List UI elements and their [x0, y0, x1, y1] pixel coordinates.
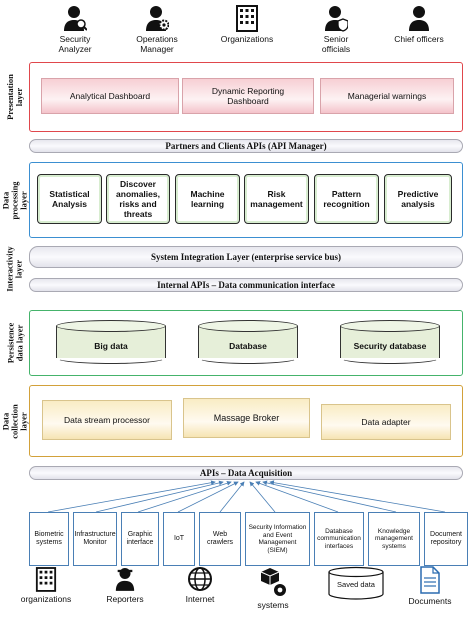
- arrow: [255, 481, 339, 513]
- arrow: [95, 480, 224, 513]
- risk-management-box: Risk management: [244, 174, 309, 224]
- bottom-label: Documents: [408, 596, 452, 606]
- big-data-cylinder: Big data: [56, 320, 166, 364]
- arrow: [137, 480, 232, 513]
- database-icon: Saved data: [327, 566, 385, 600]
- data-processing-layer: [29, 162, 463, 238]
- source-graphic-interface: Graphic interface: [121, 512, 159, 566]
- reporter-icon: [115, 568, 135, 591]
- user-label: Senior officials: [321, 34, 351, 54]
- person-shield-icon: [325, 6, 348, 32]
- pattern-recognition-box: Pattern recognition: [314, 174, 379, 224]
- user-organizations: Organizations: [202, 4, 292, 44]
- person-icon: [409, 6, 429, 31]
- source-document-repository: Document repository: [424, 512, 468, 566]
- source-iot: IoT: [163, 512, 195, 566]
- dynamic-reporting-dashboard-box: Dynamic Reporting Dashboard: [182, 78, 314, 114]
- user-security-analyzer: Security Analyzer: [30, 4, 120, 54]
- statistical-analysis-box: Statistical Analysis: [37, 174, 102, 224]
- data-collection-layer: [29, 385, 463, 457]
- acquisition-arrows: [47, 480, 446, 513]
- cubes-gear-icon: [260, 568, 286, 596]
- presentation-layer: [29, 62, 463, 132]
- source-infrastructure-monitor: Infrastructure Monitor: [73, 512, 117, 566]
- user-senior-officials: Senior officials: [291, 4, 381, 54]
- presentation-layer-label: Presentation layer: [5, 74, 24, 120]
- arrow: [249, 481, 276, 513]
- big-data-label: Big data: [94, 341, 128, 351]
- saved-data-label: Saved data: [337, 580, 375, 589]
- bottom-label: systems: [257, 600, 289, 610]
- bottom-label: Reporters: [106, 594, 144, 604]
- security-database-label: Security database: [353, 341, 427, 351]
- data-collection-layer-label: Data collection layer: [0, 403, 29, 439]
- bottom-internet: Internet: [178, 566, 222, 604]
- bottom-organizations: organizations: [21, 566, 71, 604]
- arrow: [269, 480, 446, 513]
- database-cylinder: Database: [198, 320, 298, 364]
- arrow: [219, 481, 245, 513]
- internal-apis-banner: Internal APIs – Data communication inter…: [29, 278, 463, 292]
- user-operations-manager: Operations Manager: [112, 4, 202, 54]
- managerial-warnings-box: Managerial warnings: [320, 78, 454, 114]
- data-acquisition-banner: APIs – Data Acquisition: [29, 466, 463, 480]
- person-search-icon: [64, 6, 87, 31]
- data-processing-layer-label: Data processing layer: [0, 180, 29, 220]
- user-label: Operations Manager: [136, 34, 178, 54]
- user-label: Organizations: [220, 34, 274, 44]
- data-adapter-box: Data adapter: [321, 404, 451, 440]
- predictive-analysis-box: Predictive analysis: [384, 174, 452, 224]
- bottom-saved-data: Saved data: [326, 566, 386, 600]
- arrow: [47, 480, 216, 513]
- persistence-layer-label: Persistence data layer: [5, 322, 24, 364]
- source-knowledge-management-systems: Knowledge management systems: [368, 512, 420, 566]
- building-icon: [35, 567, 57, 592]
- user-chief-officers: Chief officers: [374, 4, 464, 44]
- source-biometric-systems: Biometric systems: [29, 512, 69, 566]
- machine-learning-box: Machine learning: [175, 174, 240, 224]
- massage-broker-box: Massage Broker: [183, 398, 310, 438]
- database-label: Database: [229, 341, 267, 351]
- bottom-documents: Documents: [402, 566, 458, 606]
- system-integration-banner: System Integration Layer (enterprise ser…: [29, 246, 463, 268]
- source-siem: Security Information and Event Managemen…: [245, 512, 310, 566]
- source-web-crawlers: Web crawlers: [199, 512, 241, 566]
- globe-icon: [188, 567, 212, 591]
- bottom-label: organizations: [20, 594, 72, 604]
- security-database-cylinder: Security database: [340, 320, 440, 364]
- building-icon: [236, 5, 258, 32]
- partners-apis-banner: Partners and Clients APIs (API Manager): [29, 139, 463, 153]
- user-label: Security Analyzer: [58, 34, 92, 54]
- arrow: [262, 480, 397, 513]
- person-gear-icon: [146, 6, 169, 31]
- bottom-systems: systems: [250, 566, 296, 610]
- interactivity-layer-label: Interactivity layer: [5, 246, 25, 292]
- data-stream-processor-box: Data stream processor: [42, 400, 172, 440]
- document-icon: [420, 566, 440, 594]
- source-database-communication-interfaces: Database communication interfaces: [314, 512, 364, 566]
- discover-anomalies-box: Discover anomalies, risks and threats: [106, 174, 170, 224]
- persistence-layer: [29, 310, 463, 376]
- bottom-label: Internet: [185, 594, 215, 604]
- arrow: [177, 481, 239, 513]
- analytical-dashboard-box: Analytical Dashboard: [41, 78, 179, 114]
- user-label: Chief officers: [394, 34, 444, 44]
- bottom-reporters: Reporters: [103, 566, 147, 604]
